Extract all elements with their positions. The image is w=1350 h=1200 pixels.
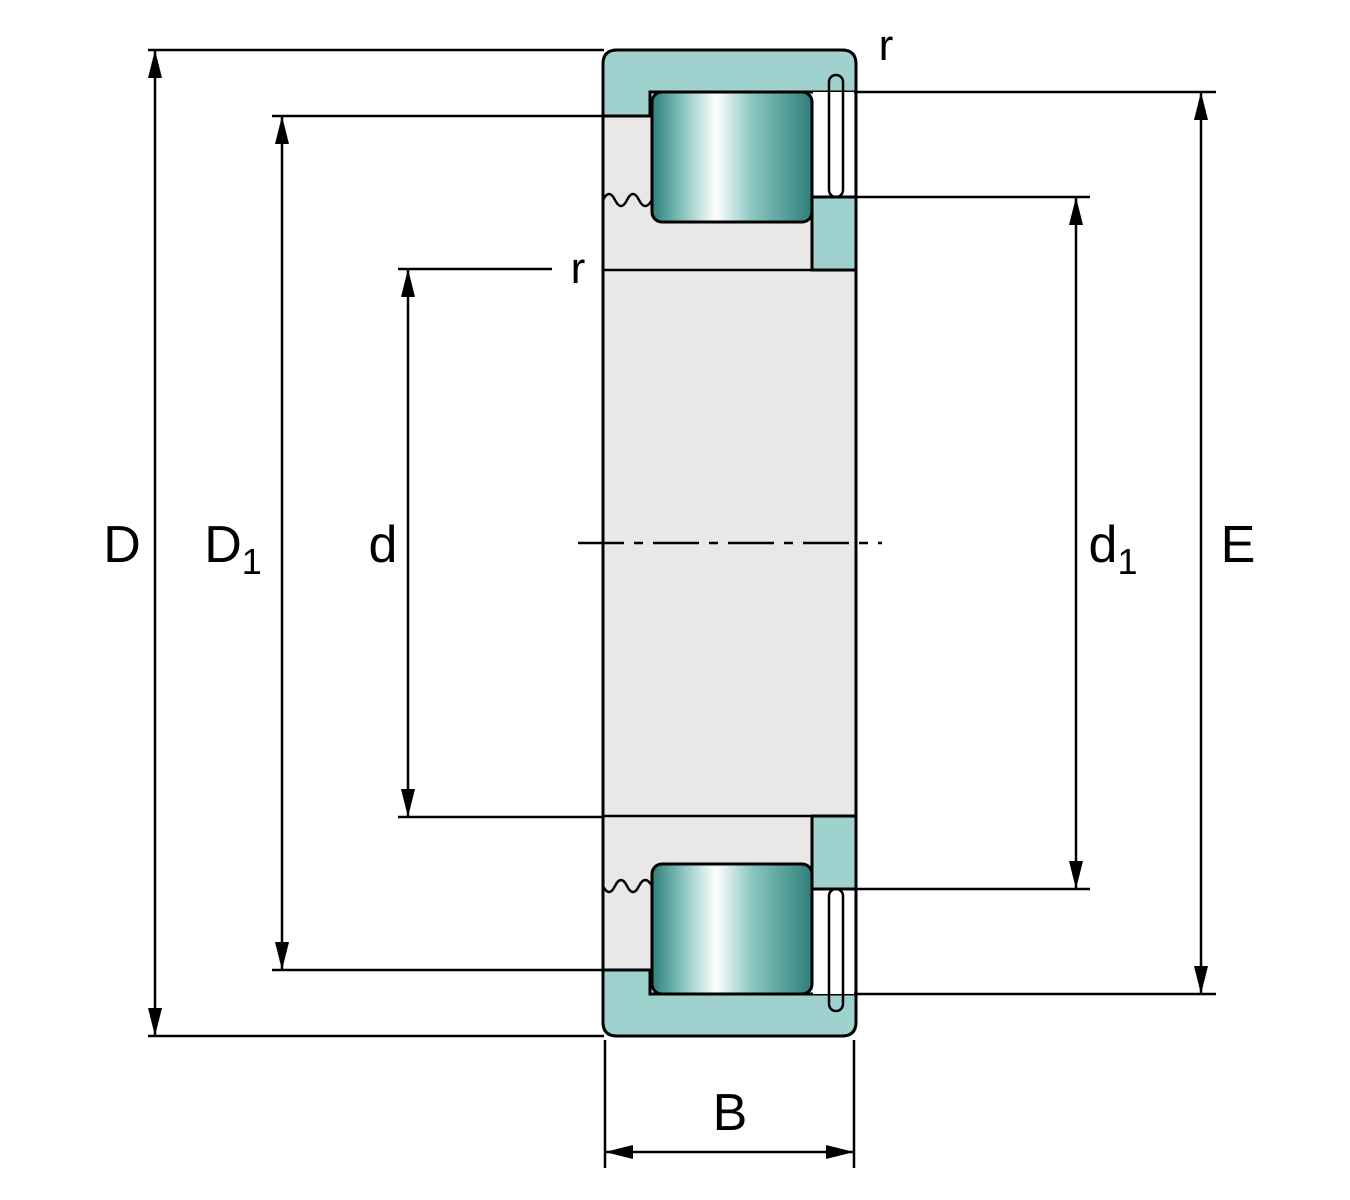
arrowhead-D-top [148, 50, 162, 78]
dimension-d1: d1 [856, 195, 1138, 891]
label-d: d [369, 516, 398, 574]
cage-break-line-upper [601, 192, 654, 208]
outer-ring-upper [601, 48, 858, 118]
arrowhead-B-right [826, 1145, 854, 1159]
label-D1: D1 [204, 516, 262, 582]
arrowhead-D-bottom [148, 1008, 162, 1036]
roller-pocket-upper [813, 92, 854, 197]
arrowhead-E-bottom [1194, 966, 1208, 994]
arrowhead-E-top [1194, 92, 1208, 120]
arrowhead-d1-top [1069, 197, 1083, 225]
bearing-upper-half [601, 48, 858, 272]
dimension-B: B [603, 1040, 856, 1168]
arrowhead-d-bottom [401, 789, 415, 817]
dimension-D: D [103, 48, 604, 1038]
arrowhead-B-left [605, 1145, 633, 1159]
label-E: E [1221, 516, 1256, 574]
dimension-d: d r [369, 244, 603, 819]
label-D: D [103, 516, 141, 574]
label-d1: d1 [1089, 516, 1138, 582]
arrowhead-D1-bottom [275, 942, 289, 970]
label-r-inner-ring: r [571, 244, 586, 293]
arrowhead-d-top [401, 269, 415, 297]
dimension-D1: D1 [204, 114, 603, 972]
inner-ring-flange-upper [810, 195, 858, 272]
label-B: B [713, 1084, 748, 1142]
dimension-E: E r [856, 21, 1256, 996]
arrowhead-d1-bottom [1069, 861, 1083, 889]
label-r-outer-ring: r [879, 21, 894, 70]
roller-upper [650, 90, 814, 224]
bearing-section [578, 48, 882, 1038]
arrowhead-D1-top [275, 116, 289, 144]
